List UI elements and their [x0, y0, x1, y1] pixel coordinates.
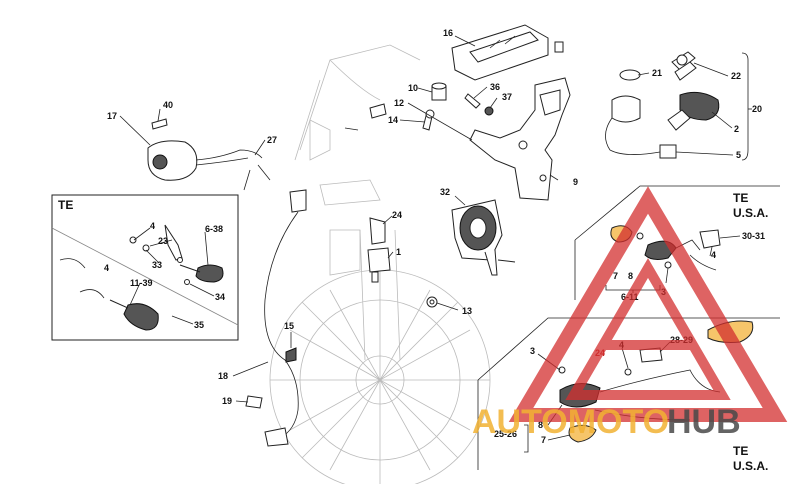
handlebar-switch-part	[147, 118, 271, 191]
callout-37: 37	[502, 92, 512, 102]
callout-9: 9	[573, 177, 578, 187]
callout-35: 35	[194, 320, 204, 330]
te-usa-top-frame: TE U.S.A.	[574, 185, 780, 300]
te-inset-box: TE	[51, 194, 239, 341]
watermark-brand-part1: AUTOMOTO	[472, 403, 669, 441]
instrument-panel-part	[451, 24, 564, 81]
te-usa-bottom-frame: TE U.S.A.	[477, 317, 780, 473]
callout-16: 16	[443, 28, 453, 38]
callout-10: 10	[408, 83, 418, 93]
callout-8-bottom: 8	[538, 420, 543, 430]
horn-part	[451, 199, 516, 276]
callout-21: 21	[652, 68, 662, 78]
section-te-usa-top-2: U.S.A.	[733, 206, 768, 220]
callout-4-left-a: 4	[150, 221, 155, 231]
callout-27: 27	[267, 135, 277, 145]
callout-32: 32	[440, 187, 450, 197]
section-te-usa-top-1: TE	[733, 191, 748, 205]
callout-30-31: 30-31	[742, 231, 765, 241]
section-te-usa-bottom-1: TE	[733, 444, 748, 458]
callout-20: 20	[752, 104, 762, 114]
callout-19: 19	[222, 396, 232, 406]
callout-33: 33	[152, 260, 162, 270]
callout-8-top: 8	[628, 271, 633, 281]
callout-36: 36	[490, 82, 500, 92]
dashboard-bracket-part	[469, 77, 571, 201]
callout-4-top-right: 4	[711, 250, 716, 260]
callout-12: 12	[394, 98, 404, 108]
callout-5: 5	[736, 150, 741, 160]
fastener-parts	[344, 82, 494, 131]
callout-6-38: 6-38	[205, 224, 223, 234]
callout-22: 22	[731, 71, 741, 81]
section-te-left: TE	[58, 198, 73, 212]
callout-13: 13	[462, 306, 472, 316]
callout-2: 2	[734, 124, 739, 134]
callout-4-left-b: 4	[104, 263, 109, 273]
callout-17: 17	[107, 111, 117, 121]
callout-7-bottom: 7	[541, 435, 546, 445]
callout-23: 23	[158, 236, 168, 246]
callout-1: 1	[396, 247, 401, 257]
switch-lever-part	[59, 224, 224, 331]
callout-24-center: 24	[392, 210, 402, 220]
callout-14: 14	[388, 115, 398, 125]
ghost-frame-outline	[294, 44, 421, 276]
section-te-usa-bottom-2: U.S.A.	[733, 459, 768, 473]
callout-7-top: 7	[613, 271, 618, 281]
callout-11-39: 11-39	[130, 278, 153, 288]
callout-40: 40	[163, 100, 173, 110]
callout-18: 18	[218, 371, 228, 381]
callout-3-bottom: 3	[530, 346, 535, 356]
watermark-brand-part2: HUB	[667, 403, 741, 441]
callout-25-26: 25-26	[494, 429, 517, 439]
watermark-logo	[508, 186, 788, 422]
callout-15: 15	[284, 321, 294, 331]
callout-34: 34	[215, 292, 225, 302]
ignition-switch-parts	[605, 51, 720, 159]
relay-and-harness-parts	[245, 189, 438, 447]
